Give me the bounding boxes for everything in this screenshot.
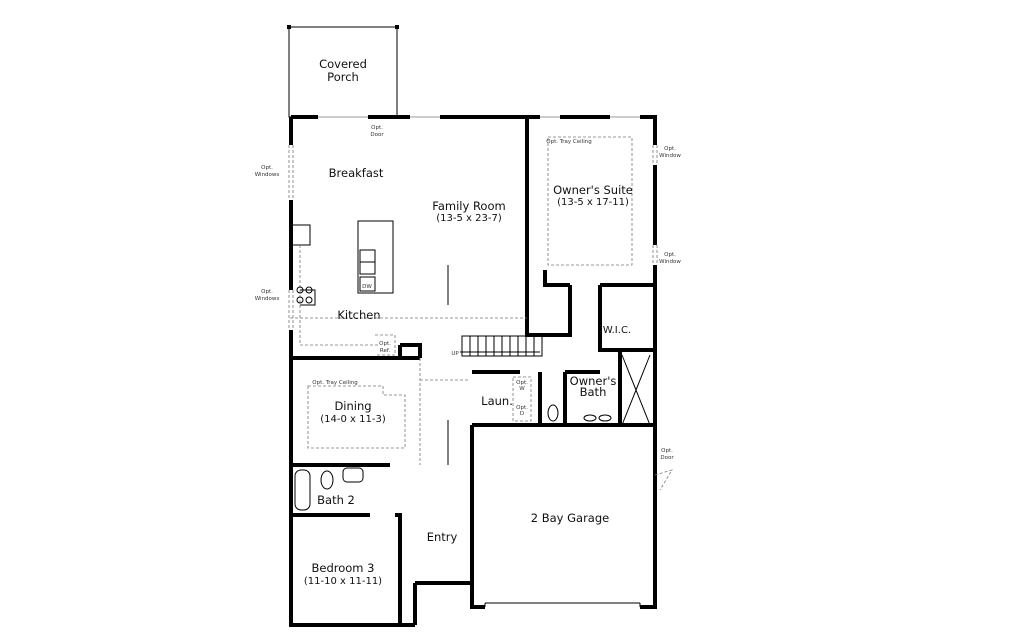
owners-tray-ceiling-note: Opt. Tray Ceiling xyxy=(546,139,591,145)
garage-opt-door-note: Opt. xyxy=(661,448,673,454)
dining-tray-ceiling-note: Opt. Tray Ceiling xyxy=(312,380,357,386)
dining-label: Dining xyxy=(334,399,371,413)
opt-windows-note: Opt. xyxy=(261,165,273,171)
opt-door-note: Opt. xyxy=(371,125,383,131)
opt-washer-note: Opt. xyxy=(516,380,528,386)
wic-label: W.I.C. xyxy=(603,325,631,336)
opt-washer-note-2: W xyxy=(519,386,525,392)
opt-window-note-2: Window xyxy=(659,153,681,159)
bedroom3-label: Bedroom 3 xyxy=(312,561,375,575)
opt-windows-note-2: Windows xyxy=(255,172,280,178)
covered-porch: Covered Porch xyxy=(287,25,399,118)
entry-label: Entry xyxy=(427,530,458,544)
room-labels: Breakfast Family Room (13-5 x 23-7) Owne… xyxy=(304,166,633,587)
garage-label: 2 Bay Garage xyxy=(531,511,609,525)
opt-window-note-b2: Window xyxy=(659,259,681,265)
opt-window-note-b: Opt. xyxy=(664,252,676,258)
laundry-label: Laun. xyxy=(481,394,513,408)
opt-ref-note-2: Ref. xyxy=(380,348,390,354)
plan-notes: Opt. Door Opt. Windows Opt. Windows Opt.… xyxy=(255,125,682,461)
opt-window-note: Opt. xyxy=(664,146,676,152)
stairs-up-label: UP xyxy=(451,351,459,357)
interior-walls xyxy=(290,117,655,625)
owners-bath-label: Owner's xyxy=(570,374,617,388)
breakfast-label: Breakfast xyxy=(329,166,384,180)
opt-door-note-2: Door xyxy=(370,132,384,138)
opt-dryer-note: Opt. xyxy=(516,405,528,411)
garage-opt-door-note-2: Door xyxy=(660,455,674,461)
bath2-label: Bath 2 xyxy=(317,493,355,507)
owners-bath-label-2: Bath xyxy=(580,385,607,399)
dining-dims: (14-0 x 11-3) xyxy=(320,414,386,425)
opt-dryer-note-2: D xyxy=(520,411,524,417)
stairs xyxy=(460,335,543,357)
kitchen-label: Kitchen xyxy=(337,308,380,322)
opt-windows-note-b: Opt. xyxy=(261,289,273,295)
bedroom3-dims: (11-10 x 11-11) xyxy=(304,576,382,587)
owners-suite-dims: (13-5 x 17-11) xyxy=(557,197,629,208)
owners-suite-label: Owner's Suite xyxy=(553,183,633,197)
family-room-dims: (13-5 x 23-7) xyxy=(436,213,502,224)
porch-label-2: Porch xyxy=(327,70,359,84)
opt-ref-note: Opt. xyxy=(379,341,391,347)
porch-label: Covered xyxy=(319,57,367,71)
family-room-label: Family Room xyxy=(432,199,505,213)
dishwasher-label: DW xyxy=(362,284,372,290)
opt-windows-note-b2: Windows xyxy=(255,296,280,302)
